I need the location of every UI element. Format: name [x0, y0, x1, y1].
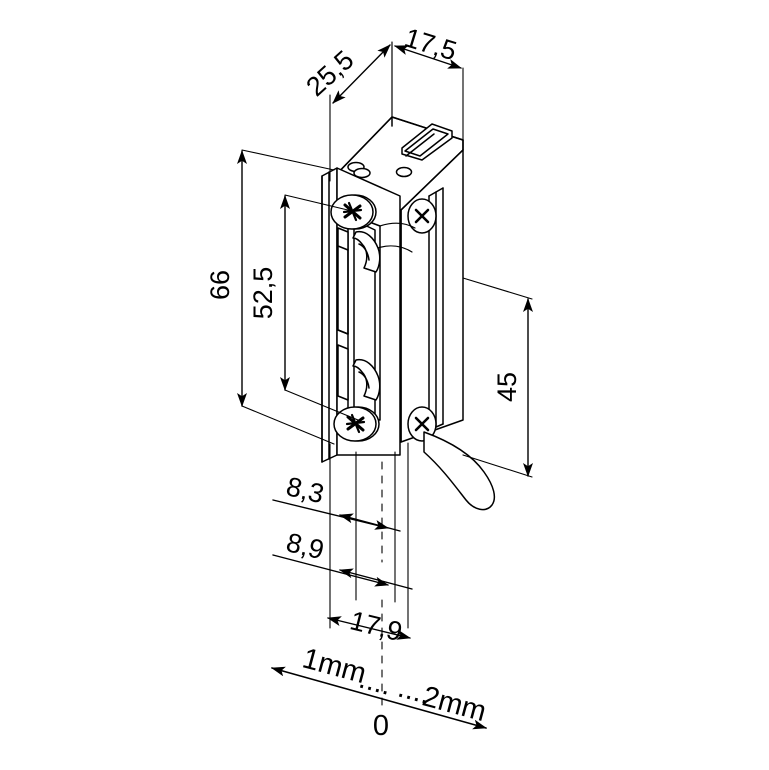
scale-label-2mm: 2mm [419, 681, 490, 729]
dimension-17-5 [391, 41, 464, 141]
release-tab [423, 431, 496, 511]
screw-upper-right [407, 198, 437, 234]
dimension-label-17-9: 17,9 [347, 605, 405, 647]
scale-origin-label: 0 [373, 710, 389, 742]
dimension-label-25-5: 25,5 [300, 45, 359, 102]
dimension-45 [462, 277, 533, 478]
screw-lower-right [407, 406, 437, 442]
dimension-label-66: 66 [205, 270, 235, 300]
screw-upper-left [330, 194, 377, 230]
tolerance-scale-arrow [271, 666, 487, 730]
dimension-label-45: 45 [492, 372, 522, 402]
dimension-52-5 [280, 194, 359, 421]
dimension-66 [237, 149, 335, 445]
scale-dots-left: .... [356, 663, 395, 702]
strike-body-isometric [321, 116, 496, 511]
dimension-label-52-5: 52,5 [248, 267, 278, 320]
dimension-label-17-5: 17,5 [401, 22, 460, 66]
dimension-8-9 [272, 554, 413, 590]
dimension-17-9 [327, 616, 411, 640]
dimension-8-3 [272, 499, 401, 532]
screw-lower-left [333, 406, 380, 442]
